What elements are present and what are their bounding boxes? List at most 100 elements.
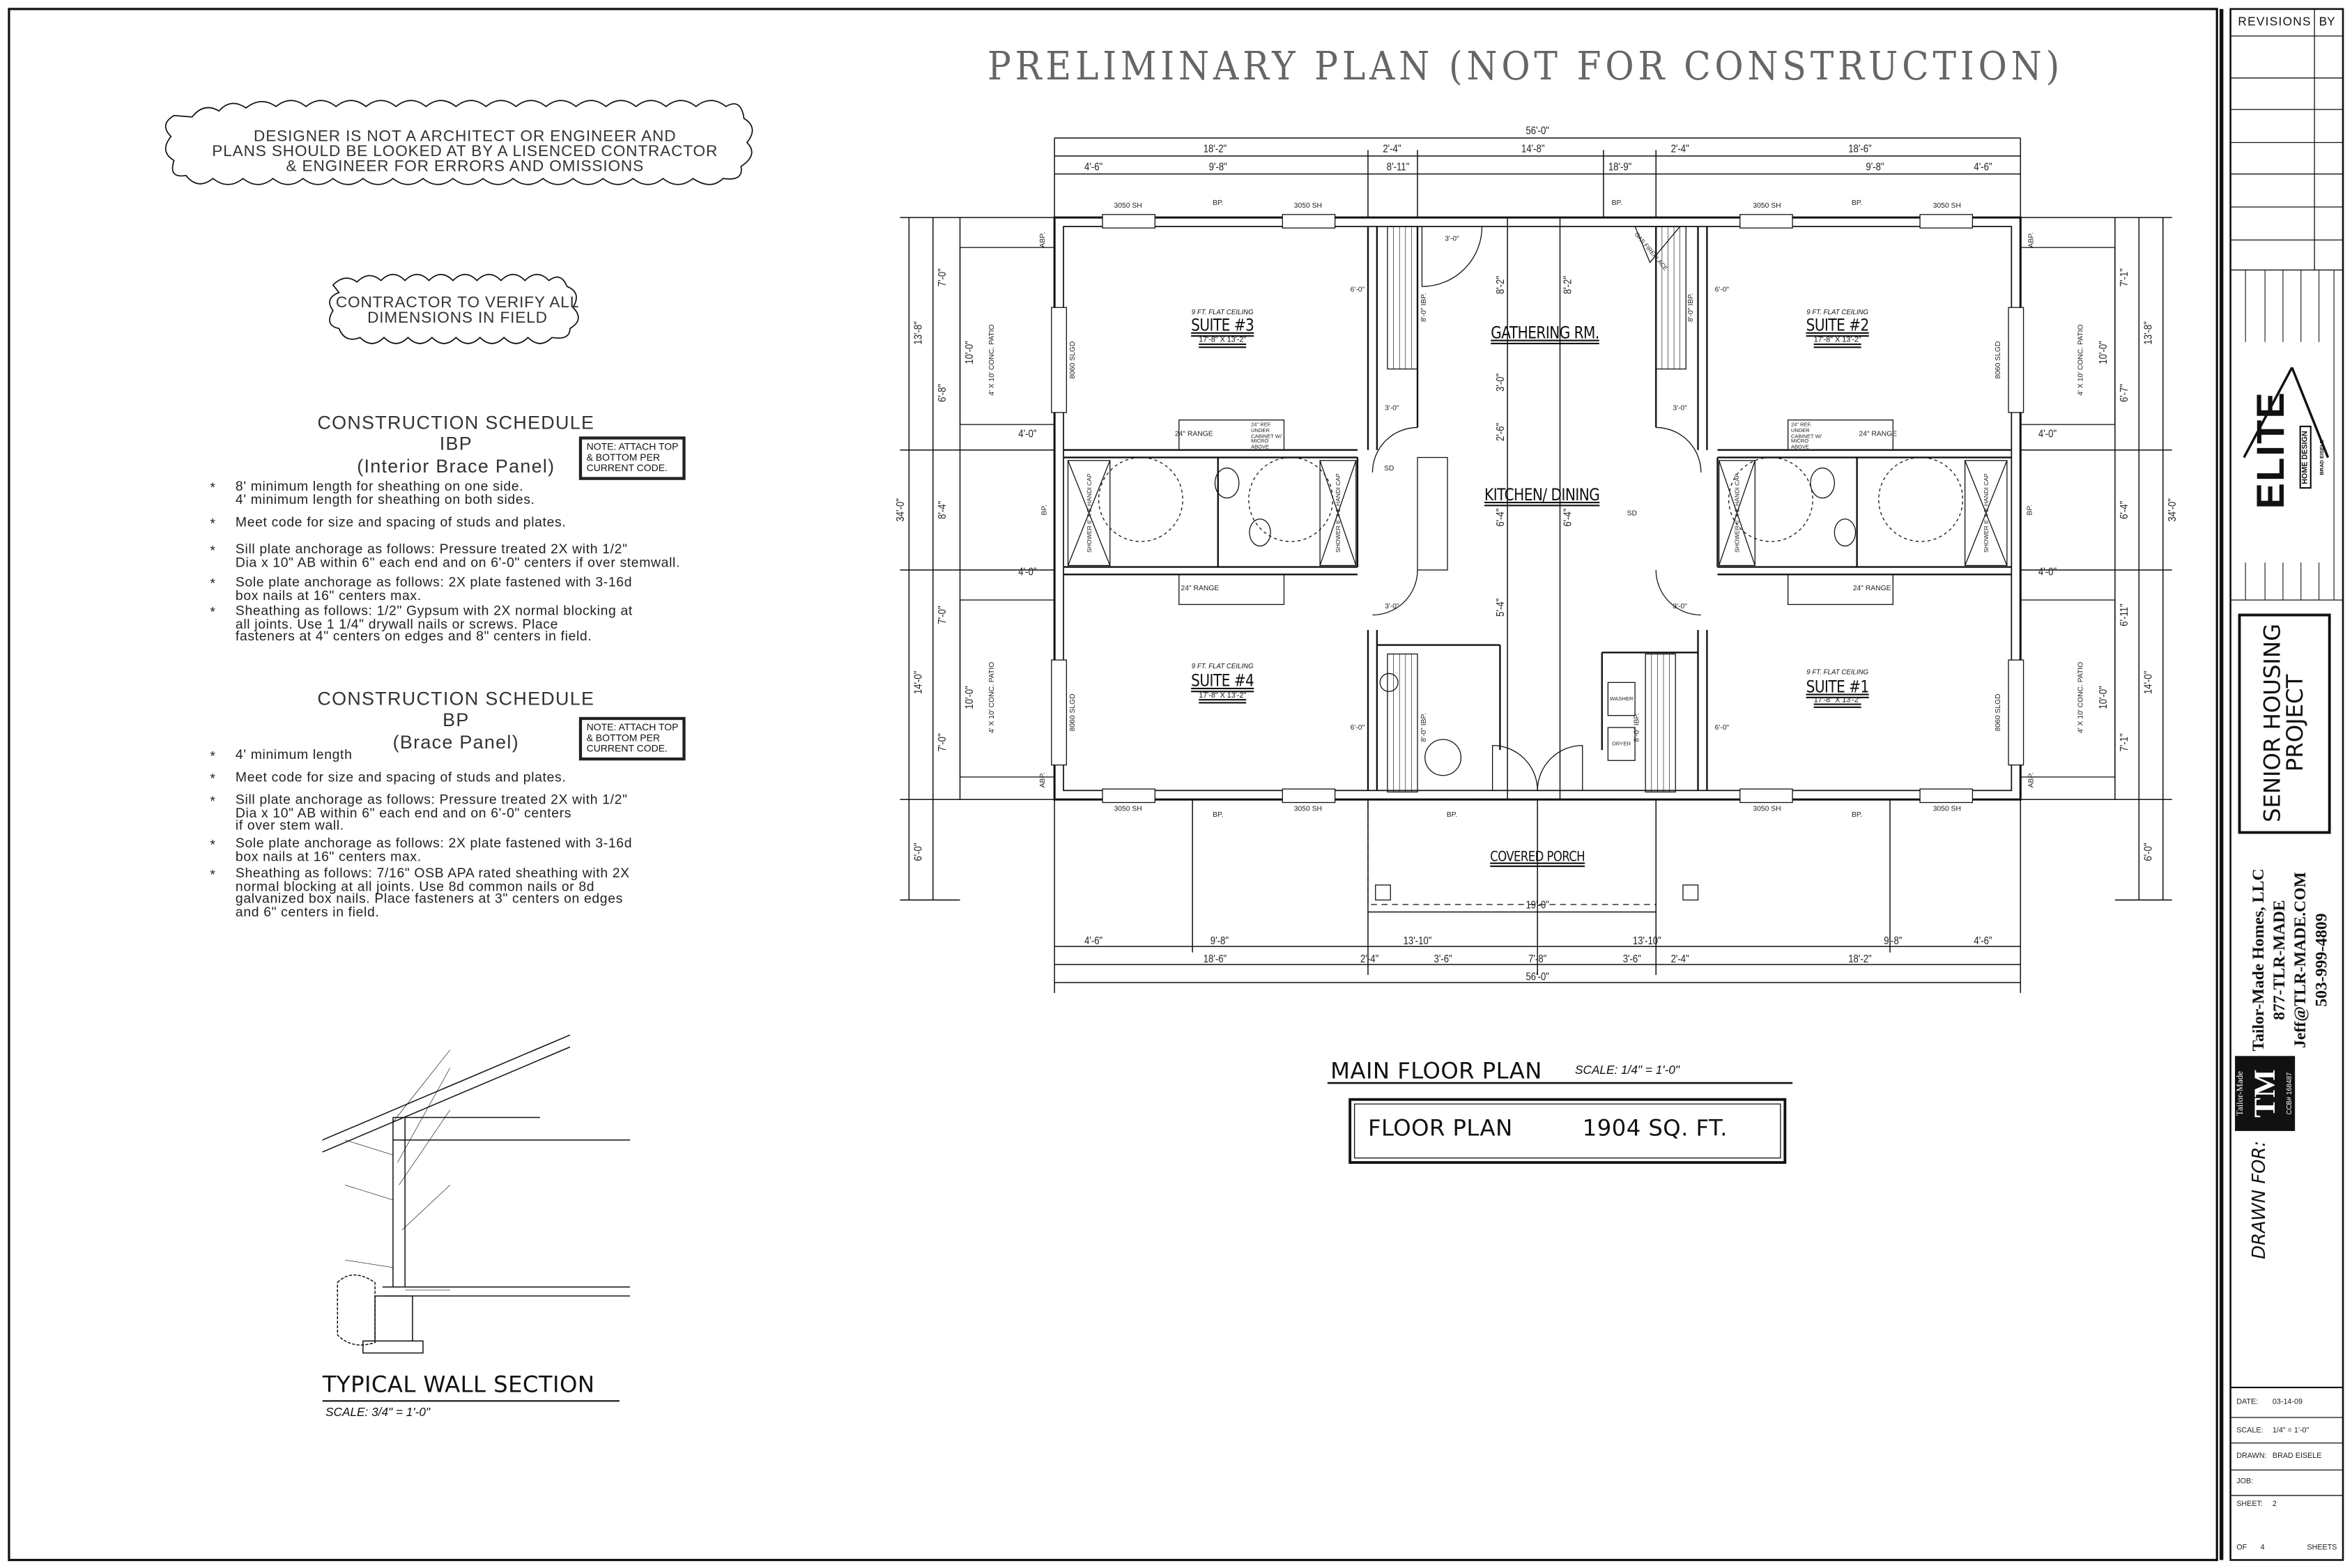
patio-label: 4' X 10' CONC. PATIO	[989, 324, 997, 396]
bullet: *	[210, 479, 215, 495]
schedule-item: Sheathing as follows: 7/16" OSB APA rate…	[235, 865, 630, 919]
brace-panel-label: BP.	[1852, 812, 1863, 820]
sheets-label: SHEETS	[2307, 1543, 2337, 1553]
schedule-item: Sole plate anchorage as follows: 2X plat…	[235, 574, 633, 603]
dimension: 9'-8"	[1866, 160, 1884, 174]
dimension: 14'-0"	[2141, 670, 2155, 695]
dimension: 7'-8"	[1528, 951, 1547, 966]
room-gathering: GATHERING RM.	[1491, 323, 1599, 343]
ibp-label: 8'-0" IBP.	[1634, 713, 1642, 742]
date-value: 03-14-09	[2272, 1398, 2303, 1407]
ibp-label: 8'-0" IBP.	[1421, 293, 1429, 323]
ref-label: 24" REF. UNDER CABINET W/ MICRO ABOVE	[1790, 421, 1822, 451]
door-size-label: 6'-0"	[1714, 725, 1730, 733]
slider-label: 8060 SLGD	[1070, 341, 1078, 379]
wall-section-scale: SCALE: 3/4" = 1'-0"	[325, 1405, 431, 1420]
shower-label: SHOWER 6' X 3' HANDI CAP	[1982, 473, 1990, 553]
patio-label: 4' X 10' CONC. PATIO	[2078, 661, 2086, 734]
dimension: 19'-0"	[1525, 898, 1549, 912]
logo-subtitle: HOME DESIGN	[2299, 426, 2312, 489]
door-size-label: 3'-0"	[1385, 406, 1399, 413]
dimension: 18'-2"	[1203, 141, 1227, 155]
ref-label: 24" REF. UNDER CABINET W/ MICRO ABOVE	[1251, 421, 1282, 451]
job-label: JOB:	[2236, 1477, 2254, 1487]
ceiling-note: 9 FT. FLAT CEILING	[1191, 308, 1254, 316]
window-label: 3050 SH	[1114, 203, 1142, 211]
schedule-name: (Brace Panel)	[392, 732, 519, 753]
dimension: 4'-6"	[1084, 160, 1103, 174]
range-label: 24" RANGE	[1174, 431, 1213, 439]
dimension: 56'-0"	[1525, 123, 1549, 137]
client-logo-top: Tailor-Made	[2236, 1071, 2246, 1116]
contractor-verify-note: CONTRACTOR TO VERIFY ALL DIMENSIONS IN F…	[335, 293, 580, 328]
dimension: 13'-10"	[1403, 933, 1432, 948]
bullet: *	[210, 771, 215, 786]
room-suite-3: SUITE #3	[1191, 316, 1254, 336]
dimension: 2'-4"	[1360, 951, 1379, 966]
logo-owner: BRAD EISELE	[2319, 440, 2326, 475]
dimension: 10'-0"	[2096, 341, 2110, 364]
dimension: 4'-6"	[1974, 933, 1992, 948]
dimension: 56'-0"	[1525, 969, 1549, 983]
smoke-detector-label: SD	[1383, 466, 1394, 474]
main-floor-plan-title: MAIN FLOOR PLAN	[1330, 1057, 1542, 1085]
dimension: 18'-6"	[1848, 141, 1872, 155]
window-label: 3050 SH	[1932, 806, 1961, 814]
room-size: 17'-8" X 13'-2"	[1199, 336, 1247, 346]
dryer-label: DRYER	[1612, 741, 1631, 747]
schedule-heading: CONSTRUCTION SCHEDULE	[317, 688, 595, 710]
dimension: 6'-4"	[1493, 508, 1507, 527]
schedule-item: Sheathing as follows: 1/2" Gypsum with 2…	[235, 603, 633, 644]
abp-label: ABP.	[1040, 772, 1048, 788]
dimension: 2'-4"	[1670, 951, 1689, 966]
dimension: 7'-0"	[935, 268, 949, 287]
window-label: 3050 SH	[1293, 806, 1322, 814]
room-suite-4: SUITE #4	[1191, 671, 1254, 691]
bullet: *	[210, 576, 215, 592]
door-size-label: 3'-0"	[1673, 406, 1687, 413]
shower-label: SHOWER 6' X 3' HANDI CAP	[1334, 473, 1342, 553]
bullet: *	[210, 543, 215, 558]
schedule-note-box: NOTE: ATTACH TOP & BOTTOM PER CURRENT CO…	[578, 436, 686, 480]
dimension: 14'-8"	[1521, 141, 1545, 155]
dimension: 6'-8"	[935, 383, 949, 403]
client-email[interactable]: Jeff@TLR-MADE.COM	[2291, 872, 2310, 1048]
room-covered-porch: COVERED PORCH	[1490, 850, 1585, 866]
dimension: 9'-8"	[1210, 933, 1229, 948]
dimension: 2'-6"	[1493, 422, 1507, 441]
schedule-item: 4' minimum length	[235, 746, 353, 762]
room-suite-2: SUITE #2	[1806, 316, 1870, 336]
dimension: 2'-4"	[1670, 141, 1689, 155]
window-label: 3050 SH	[1753, 203, 1781, 211]
dimension: 18'-9"	[1608, 160, 1632, 174]
bullet: *	[210, 867, 215, 882]
floor-area-label: FLOOR PLAN	[1367, 1114, 1513, 1142]
dimension: 7'-0"	[935, 606, 949, 624]
schedule-item: 8' minimum length for sheathing on one s…	[235, 478, 535, 507]
washer-label: WASHER	[1609, 695, 1634, 702]
ceiling-note: 9 FT. FLAT CEILING	[1806, 308, 1869, 316]
client-logo-mark: TM	[2249, 1069, 2282, 1118]
dimension: 6'-7"	[2117, 383, 2131, 403]
range-label: 24" RANGE	[1852, 585, 1891, 594]
main-floor-plan-scale: SCALE: 1/4" = 1'-0"	[1575, 1063, 1680, 1077]
brace-panel-label: BP.	[1611, 200, 1622, 208]
dimension: 3'-0"	[1493, 373, 1507, 392]
brace-panel-label: BP.	[1213, 200, 1224, 208]
client-phone: 503-999-4809	[2313, 913, 2331, 1007]
door-size-label: 3'-0"	[1673, 604, 1687, 612]
room-size: 17'-8" X 13'-2"	[1813, 695, 1861, 705]
ibp-label: 8'-0" IBP.	[1688, 293, 1696, 323]
dimension: 2'-4"	[1383, 141, 1401, 155]
sheet-title: PRELIMINARY PLAN (NOT FOR CONSTRUCTION)	[987, 45, 2064, 91]
dimension: 9'-8"	[1884, 933, 1903, 948]
range-label: 24" RANGE	[1859, 431, 1898, 439]
schedule-item: Meet code for size and spacing of studs …	[235, 514, 567, 530]
smoke-detector-label: SD	[1627, 510, 1637, 518]
abp-label: ABP.	[1040, 232, 1048, 248]
abp-label: ABP.	[2029, 772, 2036, 788]
shower-label: SHOWER 6' X 3' HANDI CAP	[1085, 473, 1093, 553]
patio-label: 4' X 10' CONC. PATIO	[2078, 324, 2086, 396]
